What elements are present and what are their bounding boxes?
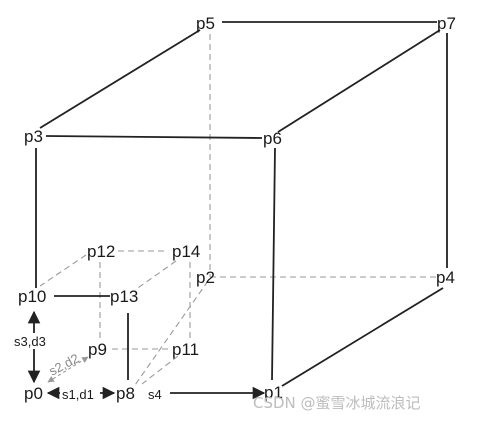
edge-p14-p13 — [134, 260, 177, 291]
small-cube-hidden-edges — [39, 250, 191, 385]
node-label-p13: p13 — [110, 287, 138, 306]
s1d1-bg — [60, 386, 100, 401]
node-label-p11: p11 — [172, 340, 199, 359]
edge-p6-p1 — [271, 147, 276, 381]
arrow-edges — [27, 310, 266, 400]
node-label-p2: p2 — [196, 268, 215, 287]
node-label-p10: p10 — [18, 287, 46, 306]
edge-p6-p7 — [277, 29, 441, 133]
edge-p11-p8 — [141, 355, 179, 385]
solid-edges — [35, 21, 448, 387]
node-label-p9: p9 — [88, 340, 107, 359]
node-label-p4: p4 — [436, 268, 455, 287]
edge-p3-p5 — [39, 29, 201, 129]
edge-p12-p10 — [39, 254, 87, 287]
edge-label-s1d1: s1,d1 — [62, 387, 94, 402]
edge-label-s3d3: s3,d3 — [14, 334, 46, 349]
edge-p3-p6 — [45, 135, 263, 139]
edge-label-s4: s4 — [148, 387, 162, 402]
edge-label-s2d2: s2,d2 — [46, 350, 81, 378]
node-label-p3: p3 — [24, 127, 43, 146]
node-label-p5: p5 — [196, 14, 215, 33]
watermark-text: CSDN @蜜雪冰城流浪记 — [253, 394, 421, 412]
arrow-p0-p9 — [47, 356, 89, 383]
node-label-p0: p0 — [24, 384, 43, 403]
node-label-p8: p8 — [116, 384, 135, 403]
s3d3-bg — [13, 333, 55, 349]
large-cube-hidden-edges — [134, 34, 440, 386]
edge-p4-p1 — [281, 287, 444, 387]
node-label-p7: p7 — [437, 14, 456, 33]
node-label-p1: p1 — [264, 383, 283, 402]
node-label-p6: p6 — [263, 129, 282, 148]
node-label-p14: p14 — [172, 242, 200, 261]
node-labels: p5 p7 p3 p6 p12 p14 p2 p4 p10 p13 p9 p11… — [18, 14, 456, 403]
edge-p2-p8 — [134, 280, 209, 386]
node-label-p12: p12 — [87, 242, 115, 261]
